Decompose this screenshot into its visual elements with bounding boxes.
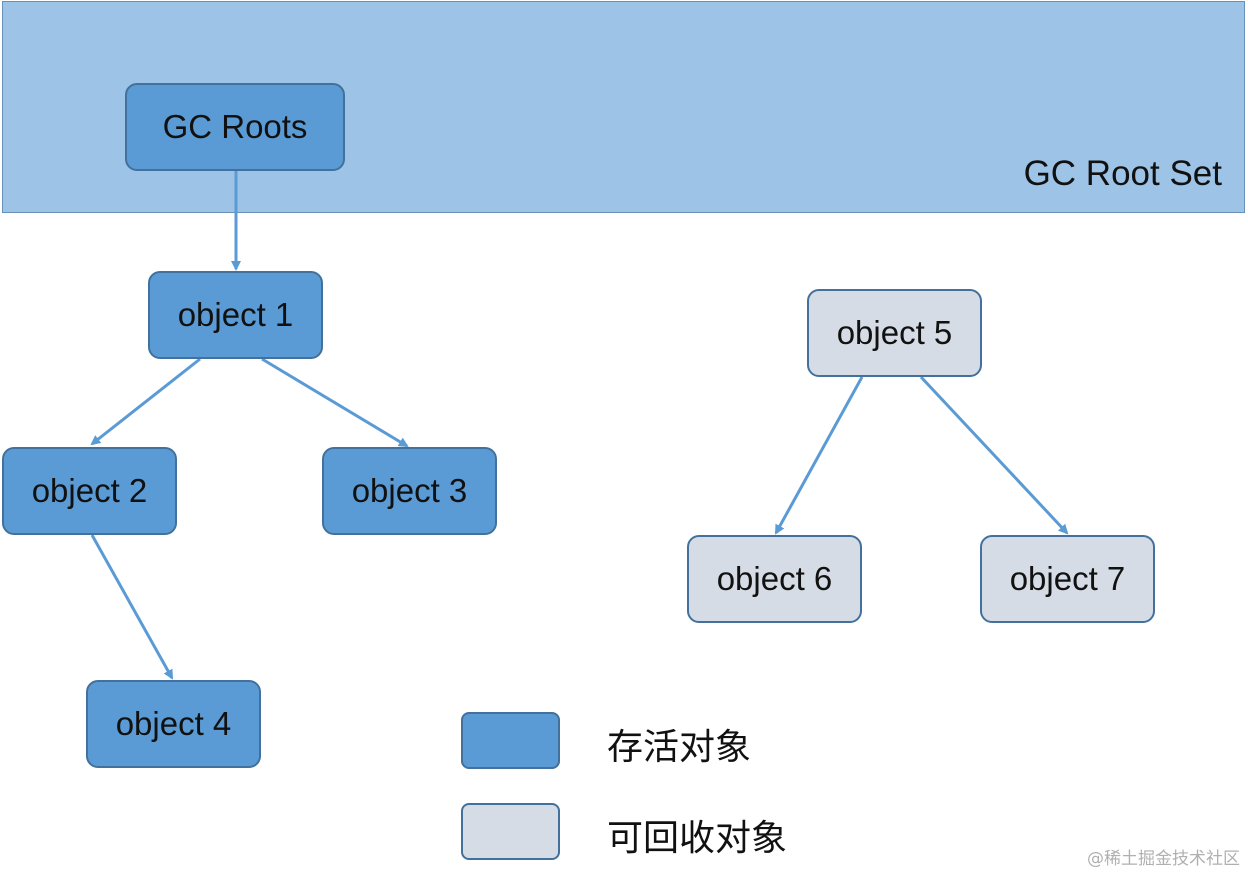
object-1-label: object 1 (177, 296, 294, 333)
object-7-label: object 7 (1009, 560, 1126, 597)
object-6-label: object 6 (716, 560, 833, 597)
object-3-node: object 3 (322, 447, 497, 535)
object-2-node: object 2 (2, 447, 177, 535)
edge-object1-object3 (261, 357, 409, 448)
object-4-node: object 4 (86, 680, 261, 768)
legend-live-swatch (461, 712, 560, 769)
gc-roots-label: GC Roots (162, 108, 308, 145)
watermark: @稀土掘金技术社区 (1087, 849, 1240, 869)
edge-object5-object7 (919, 375, 1069, 535)
object-1-node: object 1 (148, 271, 323, 359)
edge-object5-object6 (774, 376, 864, 535)
object-5-node: object 5 (807, 289, 982, 377)
object-4-label: object 4 (115, 705, 232, 742)
edge-object1-object2 (90, 357, 201, 446)
legend-collectable-swatch (461, 803, 560, 860)
legend-collectable-label: 可回收对象 (607, 818, 788, 859)
gc-root-set-label: GC Root Set (1023, 154, 1222, 193)
legend-live-label: 存活对象 (607, 727, 752, 768)
gc-roots-node: GC Roots (125, 83, 345, 171)
object-6-node: object 6 (687, 535, 862, 623)
object-3-label: object 3 (351, 472, 468, 509)
edge-object2-object4 (90, 534, 174, 680)
object-2-label: object 2 (31, 472, 148, 509)
object-7-node: object 7 (980, 535, 1155, 623)
object-5-label: object 5 (836, 314, 953, 351)
